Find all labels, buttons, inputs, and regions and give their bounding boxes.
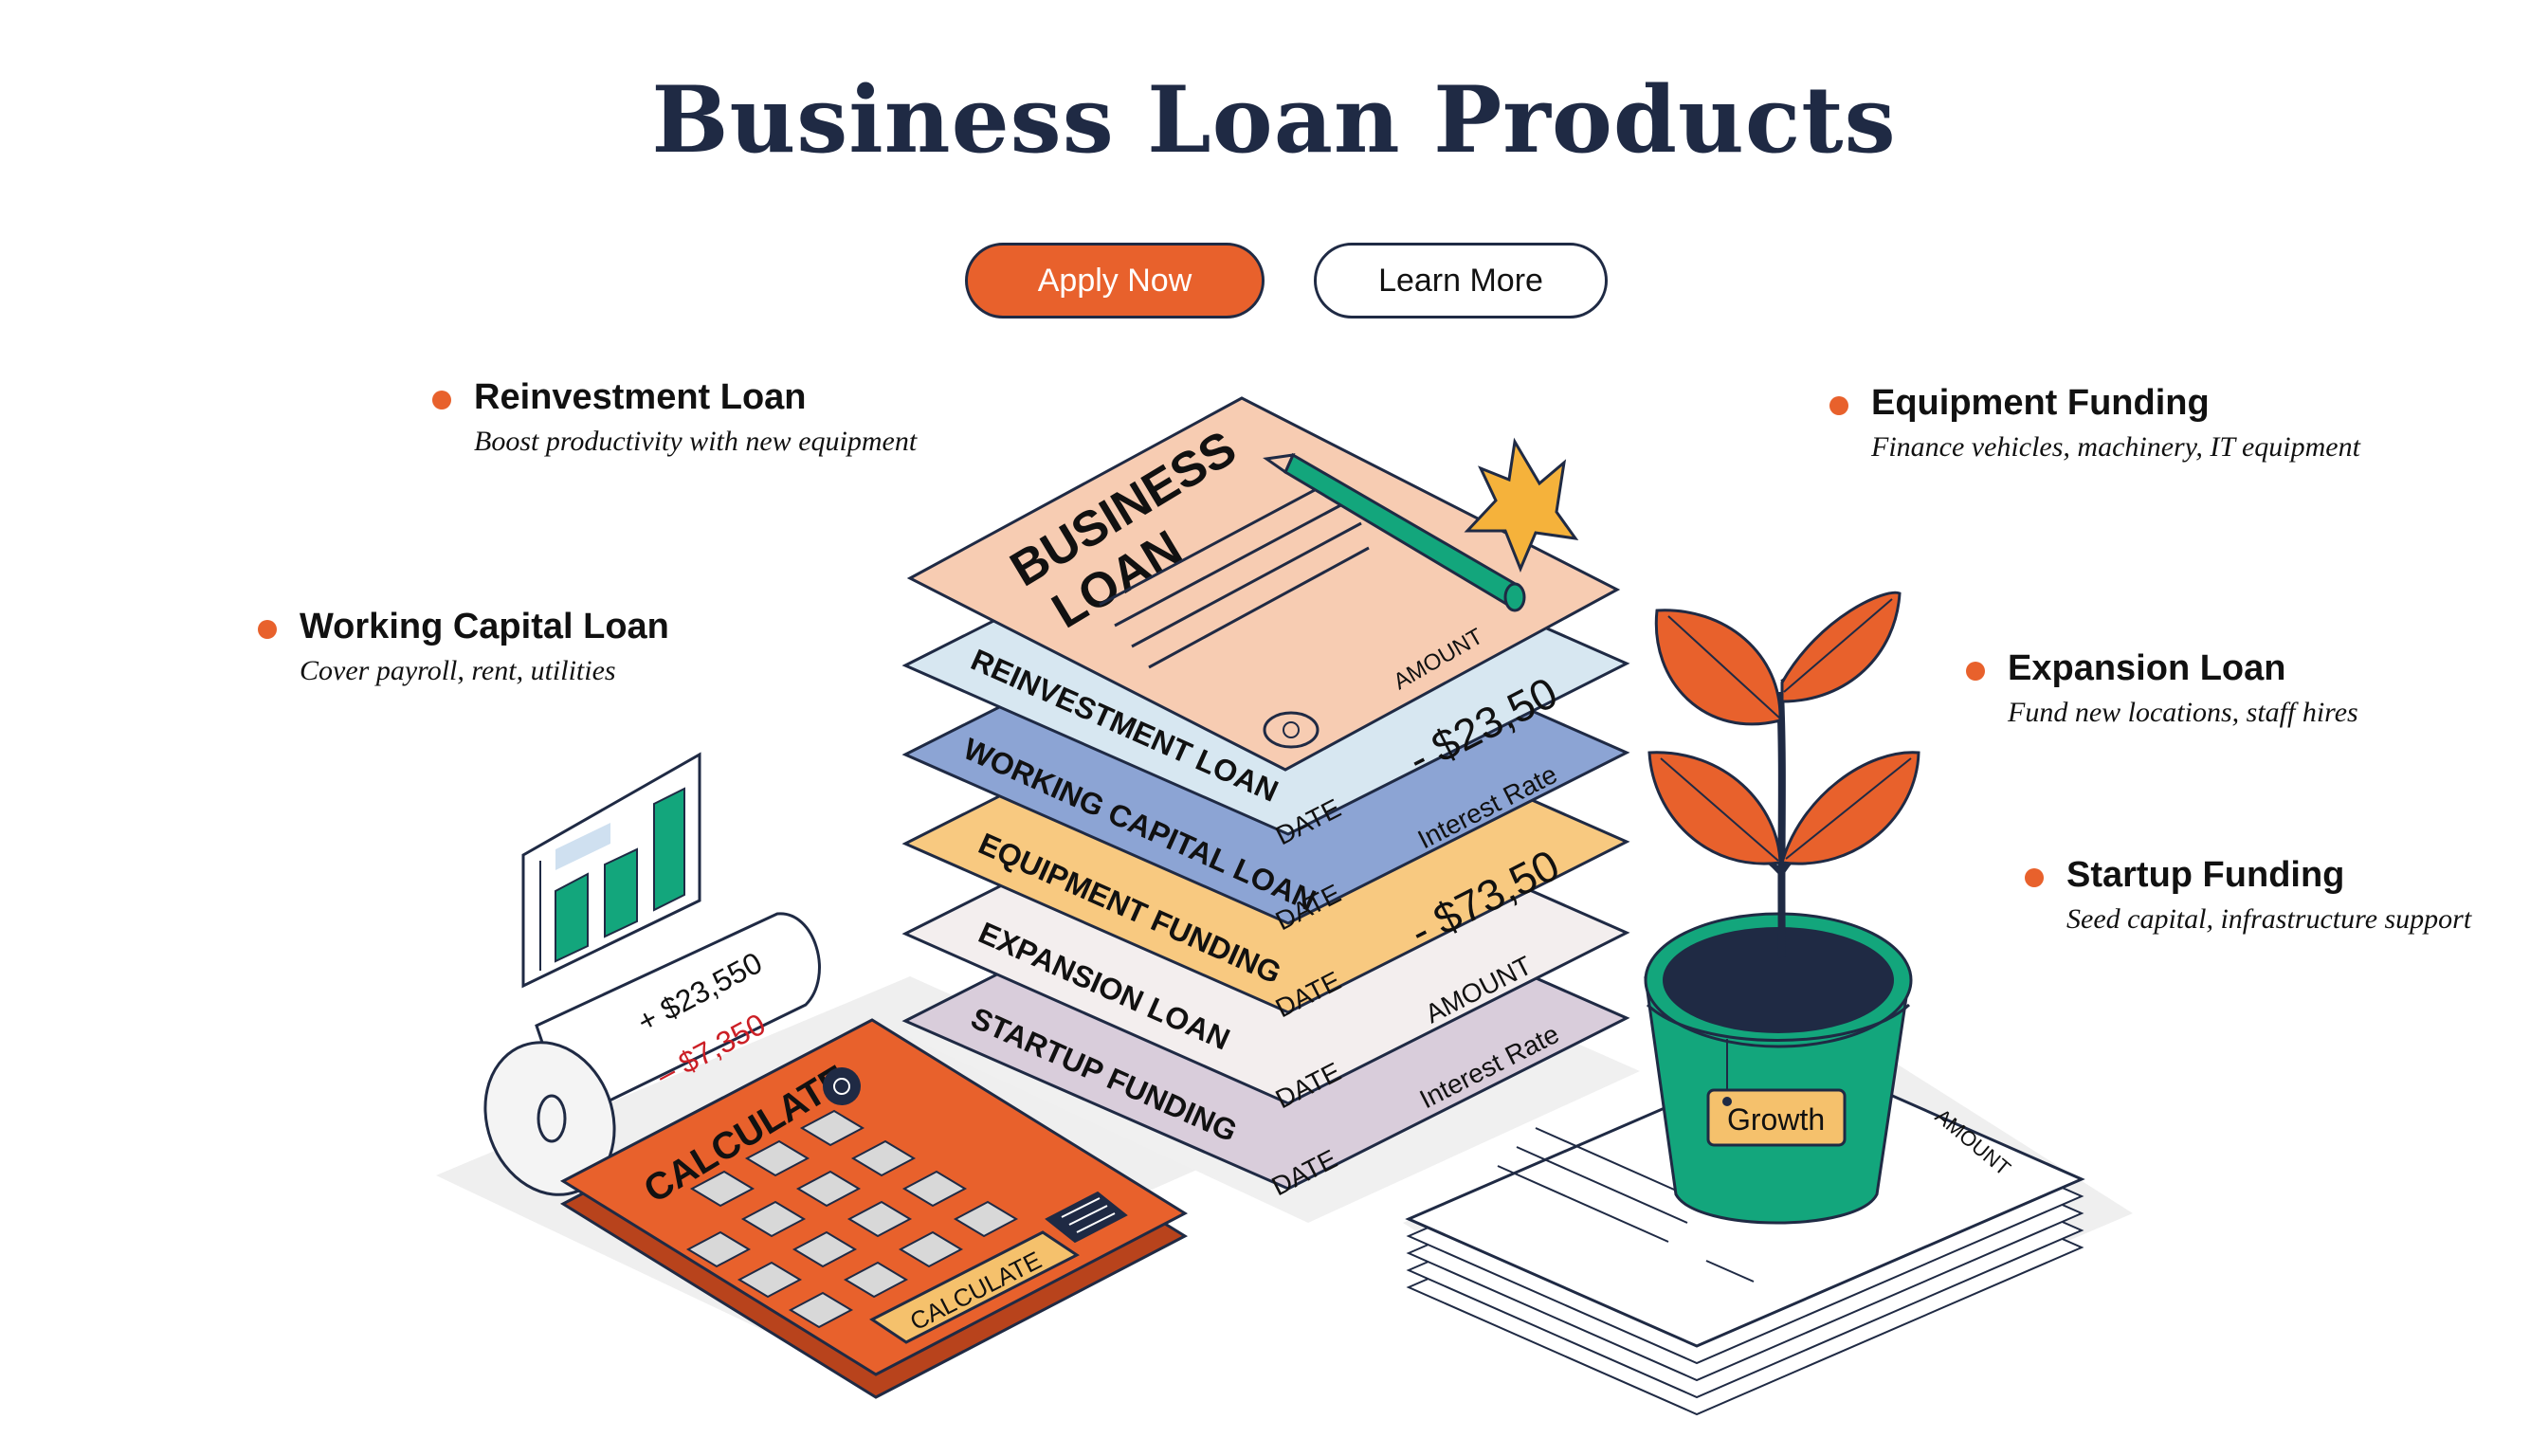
page-title: Business Loan Products <box>651 66 1897 173</box>
feature-working-capital-loan: Working Capital Loan Cover payroll, rent… <box>258 607 669 687</box>
chart-bar <box>604 847 638 938</box>
leaf <box>1780 591 1902 703</box>
feature-startup-funding: Startup Funding Seed capital, infrastruc… <box>2025 855 2472 936</box>
bullet-dot <box>258 620 277 639</box>
calculate-key <box>869 1230 1080 1344</box>
leaf <box>1654 609 1782 726</box>
plant-pot: Growth <box>1644 912 1913 1225</box>
pencil-icon <box>1263 452 1526 612</box>
feature-title: Equipment Funding <box>1871 383 2210 423</box>
feature-title: Reinvestment Loan <box>474 377 807 417</box>
learn-more-button[interactable]: Learn More <box>1314 243 1608 318</box>
calculator: CALCULATE CALCULATE <box>559 1018 1189 1399</box>
feature-expansion-loan: Expansion Loan Fund new locations, staff… <box>1966 648 2358 729</box>
feature-title: Expansion Loan <box>2008 648 2286 688</box>
leaf <box>1647 751 1782 865</box>
chart-bar <box>555 823 610 870</box>
seal-icon <box>1263 711 1320 749</box>
feature-description: Finance vehicles, machinery, IT equipmen… <box>1871 431 2360 463</box>
feature-description: Boost productivity with new equipment <box>474 426 918 457</box>
feature-equipment-funding: Equipment Funding Finance vehicles, mach… <box>1829 383 2360 464</box>
feature-description: Fund new locations, staff hires <box>2008 697 2358 728</box>
chart-bar <box>653 787 685 912</box>
bullet-dot <box>432 391 451 410</box>
bullet-dot <box>2025 868 2044 887</box>
feature-reinvestment-loan: Reinvestment Loan Boost productivity wit… <box>432 377 918 458</box>
feature-title: Working Capital Loan <box>300 607 669 646</box>
growth-tag <box>1706 1088 1847 1147</box>
plant-tag-label: Growth <box>1727 1102 1825 1137</box>
bullet-dot <box>1829 396 1848 415</box>
feature-title: Startup Funding <box>2066 855 2345 895</box>
chart-bar <box>555 872 589 963</box>
bullet-dot <box>1966 662 1985 681</box>
power-icon <box>823 1067 861 1105</box>
apply-now-button[interactable]: Apply Now <box>965 243 1265 318</box>
feature-description: Cover payroll, rent, utilities <box>300 655 616 686</box>
star-icon <box>1464 437 1579 573</box>
bar-chart-panel <box>521 752 701 989</box>
plant-leaves <box>1647 591 1920 958</box>
feature-description: Seed capital, infrastructure support <box>2066 903 2472 935</box>
